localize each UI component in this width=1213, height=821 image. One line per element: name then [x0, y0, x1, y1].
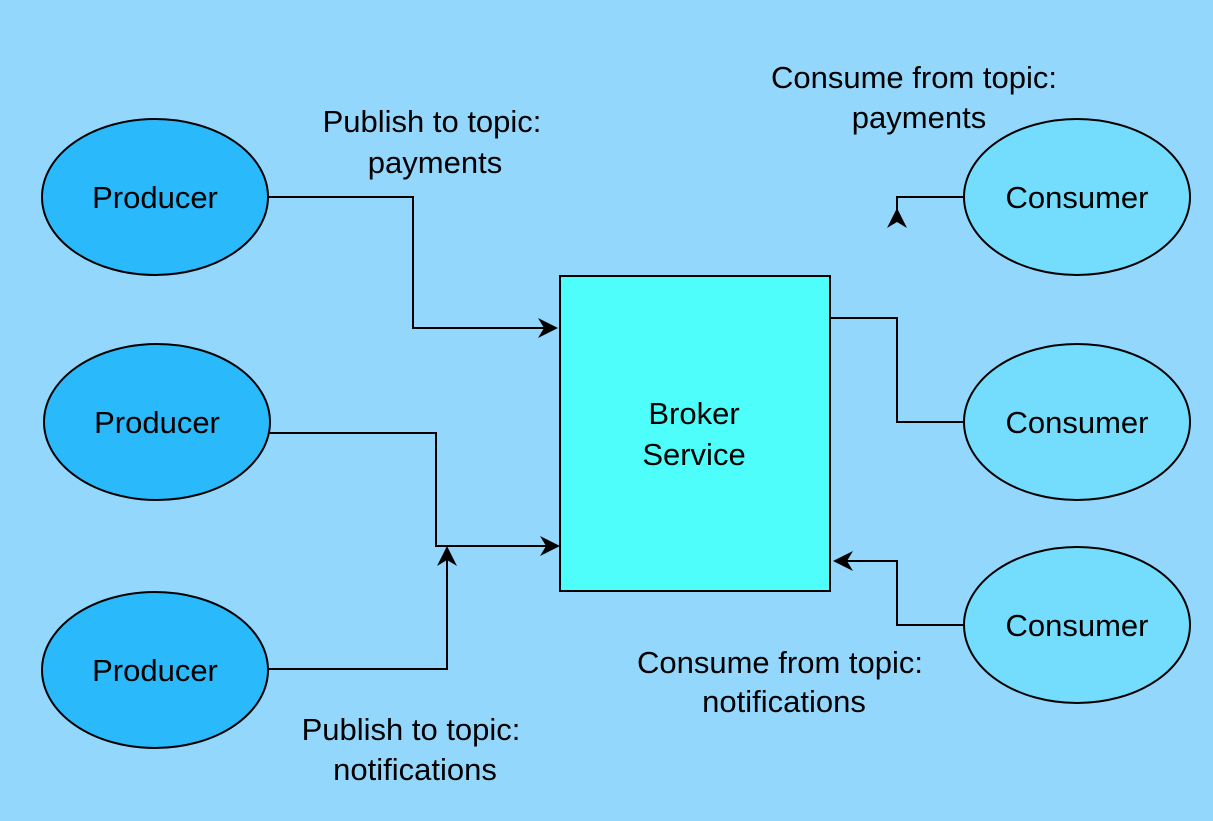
arrowhead-producer-1 — [538, 318, 558, 338]
annotation-line1: Consume from topic: — [771, 60, 1057, 95]
producer-node-1: Producer — [41, 118, 269, 276]
annotation-line2: notifications — [333, 752, 497, 787]
annotation-line2: payments — [852, 100, 986, 135]
arrowhead-producer-3 — [437, 546, 457, 566]
consumer-node-2: Consumer — [963, 343, 1191, 501]
consumer-node-3: Consumer — [963, 546, 1191, 704]
producer-ellipse — [41, 591, 269, 749]
annotation-consume-notifications: Consume from topic: notifications — [637, 645, 923, 719]
arrowhead-consumer-3 — [833, 551, 853, 571]
connector-consumer-2-to-broker — [815, 317, 965, 423]
consumer-label: Consumer — [1006, 180, 1149, 215]
producer-ellipse — [41, 118, 269, 276]
broker-node: Broker Service — [559, 275, 831, 592]
consumer-label: Consumer — [1006, 608, 1149, 643]
broker-label-line2: Service — [642, 437, 745, 472]
annotation-line1: Publish to topic: — [323, 104, 542, 139]
producer-label: Producer — [92, 180, 218, 215]
consumer-ellipse — [963, 118, 1191, 276]
producer-label: Producer — [92, 653, 218, 688]
connector-consumer-3-to-broker — [840, 560, 965, 626]
connector-producer-3-to-junction — [268, 553, 448, 670]
broker-label-line1: Broker — [648, 396, 739, 431]
producer-ellipse — [43, 343, 271, 501]
broker-box — [559, 275, 831, 592]
connector-producer-1-to-broker — [268, 196, 552, 329]
annotation-line1: Publish to topic: — [302, 712, 521, 747]
connector-producer-2-to-broker — [270, 432, 554, 547]
consumer-label: Consumer — [1006, 405, 1149, 440]
annotation-line1: Consume from topic: — [637, 645, 923, 680]
annotation-publish-payments: Publish to topic: payments — [323, 104, 542, 180]
producer-node-3: Producer — [41, 591, 269, 749]
producer-label: Producer — [94, 405, 220, 440]
consumer-ellipse — [963, 343, 1191, 501]
consumer-node-1: Consumer — [963, 118, 1191, 276]
annotation-line2: payments — [368, 145, 502, 180]
arrowhead-consumer-1 — [887, 208, 907, 228]
consumer-ellipse — [963, 546, 1191, 704]
annotation-line2: notifications — [702, 684, 866, 719]
producer-node-2: Producer — [43, 343, 271, 501]
arrowhead-producer-2 — [540, 536, 560, 556]
annotation-consume-payments: Consume from topic: payments — [771, 60, 1057, 135]
annotation-publish-notifications: Publish to topic: notifications — [302, 712, 521, 787]
